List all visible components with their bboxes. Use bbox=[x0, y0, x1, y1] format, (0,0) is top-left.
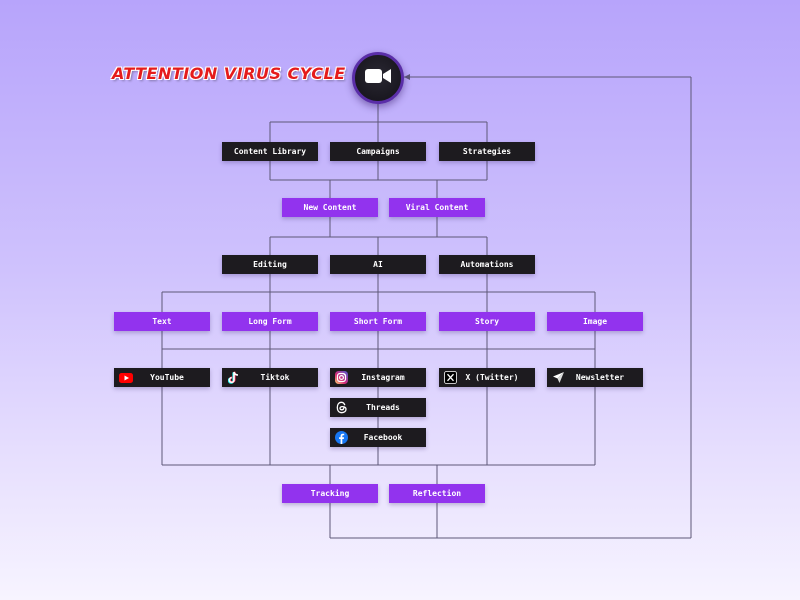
tiktok-label: Tiktok bbox=[260, 373, 290, 382]
threads-label: Threads bbox=[366, 403, 400, 412]
node-editing[interactable]: Editing bbox=[222, 255, 318, 274]
x-twitter-label: X (Twitter) bbox=[465, 373, 519, 382]
instagram-label: Instagram bbox=[361, 373, 405, 382]
x-twitter-icon bbox=[443, 370, 458, 385]
node-x-twitter[interactable]: X (Twitter) bbox=[439, 368, 535, 387]
facebook-icon bbox=[334, 430, 349, 445]
hub-node[interactable] bbox=[352, 52, 404, 104]
node-short-form[interactable]: Short Form bbox=[330, 312, 426, 331]
node-long-form[interactable]: Long Form bbox=[222, 312, 318, 331]
youtube-icon bbox=[118, 370, 133, 385]
node-story[interactable]: Story bbox=[439, 312, 535, 331]
node-reflection[interactable]: Reflection bbox=[389, 484, 485, 503]
node-ai[interactable]: AI bbox=[330, 255, 426, 274]
youtube-label: YouTube bbox=[150, 373, 184, 382]
tiktok-icon bbox=[226, 370, 241, 385]
node-automations[interactable]: Automations bbox=[439, 255, 535, 274]
threads-icon bbox=[334, 400, 349, 415]
instagram-icon bbox=[334, 370, 349, 385]
send-icon bbox=[551, 370, 566, 385]
diagram-title: ATTENTION VIRUS CYCLE bbox=[112, 64, 346, 83]
node-viral-content[interactable]: Viral Content bbox=[389, 198, 485, 217]
node-facebook[interactable]: Facebook bbox=[330, 428, 426, 447]
node-text[interactable]: Text bbox=[114, 312, 210, 331]
node-youtube[interactable]: YouTube bbox=[114, 368, 210, 387]
node-tiktok[interactable]: Tiktok bbox=[222, 368, 318, 387]
node-threads[interactable]: Threads bbox=[330, 398, 426, 417]
node-tracking[interactable]: Tracking bbox=[282, 484, 378, 503]
facebook-label: Facebook bbox=[363, 433, 403, 442]
newsletter-label: Newsletter bbox=[575, 373, 625, 382]
loop-arrowhead bbox=[404, 74, 410, 80]
node-newsletter[interactable]: Newsletter bbox=[547, 368, 643, 387]
node-new-content[interactable]: New Content bbox=[282, 198, 378, 217]
node-strategies[interactable]: Strategies bbox=[439, 142, 535, 161]
video-camera-icon bbox=[364, 66, 392, 90]
node-campaigns[interactable]: Campaigns bbox=[330, 142, 426, 161]
node-image[interactable]: Image bbox=[547, 312, 643, 331]
node-instagram[interactable]: Instagram bbox=[330, 368, 426, 387]
node-content-library[interactable]: Content Library bbox=[222, 142, 318, 161]
